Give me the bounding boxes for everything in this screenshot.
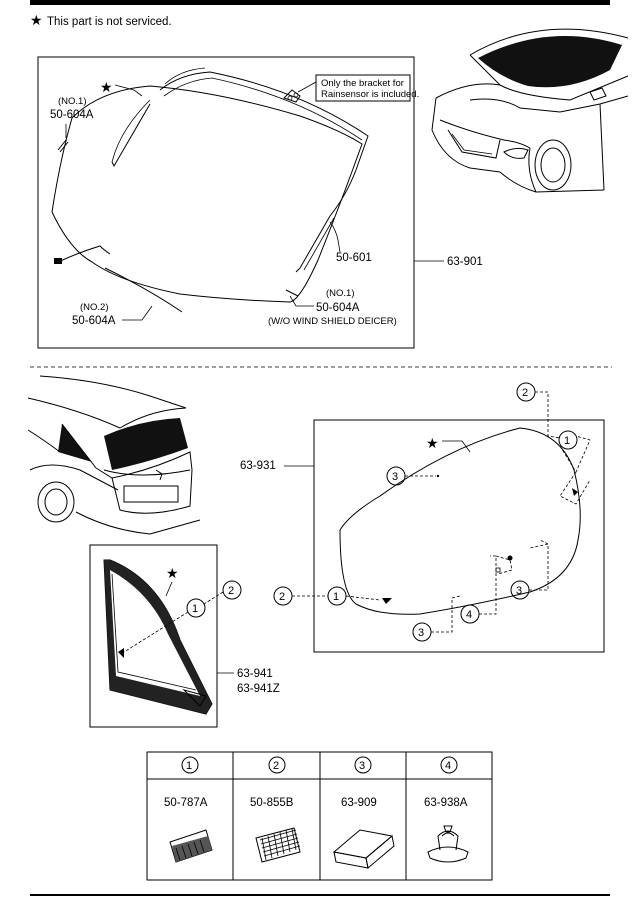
rubber-block-icon [332,829,395,869]
legend-num-1: 1 [186,760,192,772]
quarter-callout-1 [186,598,206,618]
quarter-window-star-icon: ★ [166,565,179,581]
note-star-icon: ★ [30,12,43,28]
rear-callout-4-label: 4 [466,609,472,621]
dam-no1b-strip [285,289,299,297]
legend-num-3: 3 [359,760,365,772]
legend-part-2: 50-855B [250,797,294,809]
rear-callout-2-left-label: 2 [279,591,285,603]
mesh-tape-icon [255,827,301,863]
legend-num-2: 2 [273,760,279,772]
quarter-callout-2-label: 2 [228,585,234,597]
dam-no1b-note: (W/O WIND SHIELD DEICER) [268,316,397,327]
front-windshield-frame [37,56,415,349]
dam-no1-part: 50-604A [50,109,94,121]
dam-no2 [104,267,183,313]
legend-num-1-circle [181,756,199,774]
legend-table [146,751,493,881]
legend-num-3-circle [354,756,372,774]
part-group-63-901: 63-901 [447,256,483,268]
quarter-window-part: 63-941 [237,668,273,680]
windshield-moulding-outline [159,71,369,217]
wedge-spacer-icon [169,829,213,863]
windshield-glass [51,85,363,303]
legend-num-4-circle [440,756,458,774]
legend-num-4: 4 [445,760,451,772]
car-front-illustration [431,28,629,193]
car-rear-illustration [27,375,201,535]
rear-callout-3-right-label: 3 [516,585,522,597]
dam-no1-tag: (NO.1) [58,96,87,107]
moulding-strip [295,215,331,273]
dam-no1-strip [57,139,67,151]
rear-callout-2-top-label: 2 [522,387,528,399]
rear-window-frame [313,419,605,653]
legend-part-3: 63-909 [341,797,377,809]
quarter-window-glass [103,559,213,715]
dam-no2-tag: (NO.2) [80,302,109,313]
quarter-callout-2 [222,580,242,600]
windshield-star-icon: ★ [100,79,113,95]
dam-no2-part: 50-604A [72,315,116,327]
rear-window-glass [339,427,581,615]
legend-part-1: 50-787A [164,797,208,809]
rear-callout-1-left-label: 1 [333,591,339,603]
legend-num-2-circle [268,756,286,774]
rear-callout-3-bottom-label: 3 [418,627,424,639]
top-rule [30,0,610,5]
rear-callout-3-top-label: 3 [392,471,398,483]
bottom-rule [30,894,610,896]
rainsensor-bracket [283,89,301,103]
rear-callout-1-top [558,430,578,450]
rainsensor-callout-line2: Rainsensor is included. [321,89,419,100]
clip-icon [427,825,469,863]
rainsensor-callout-line1: Only the bracket for [321,78,404,89]
moulding-part: 50-601 [336,252,372,264]
quarter-window-part-z: 63-941Z [237,683,280,695]
rainsensor-callout-box [315,74,411,102]
note-text: This part is not serviced. [47,16,172,28]
quarter-callout-1-label: 1 [192,603,198,615]
quarter-window-frame [89,544,218,728]
legend-part-4: 63-938A [424,797,468,809]
dam-no1b-part: 50-604A [316,302,360,314]
harness-wire [57,245,111,263]
dam-no1b-tag: (NO.1) [326,288,355,299]
rear-window-star-icon: ★ [426,435,439,451]
rear-callout-1-top-label: 1 [564,435,570,447]
rear-window-part: 63-931 [240,460,276,472]
